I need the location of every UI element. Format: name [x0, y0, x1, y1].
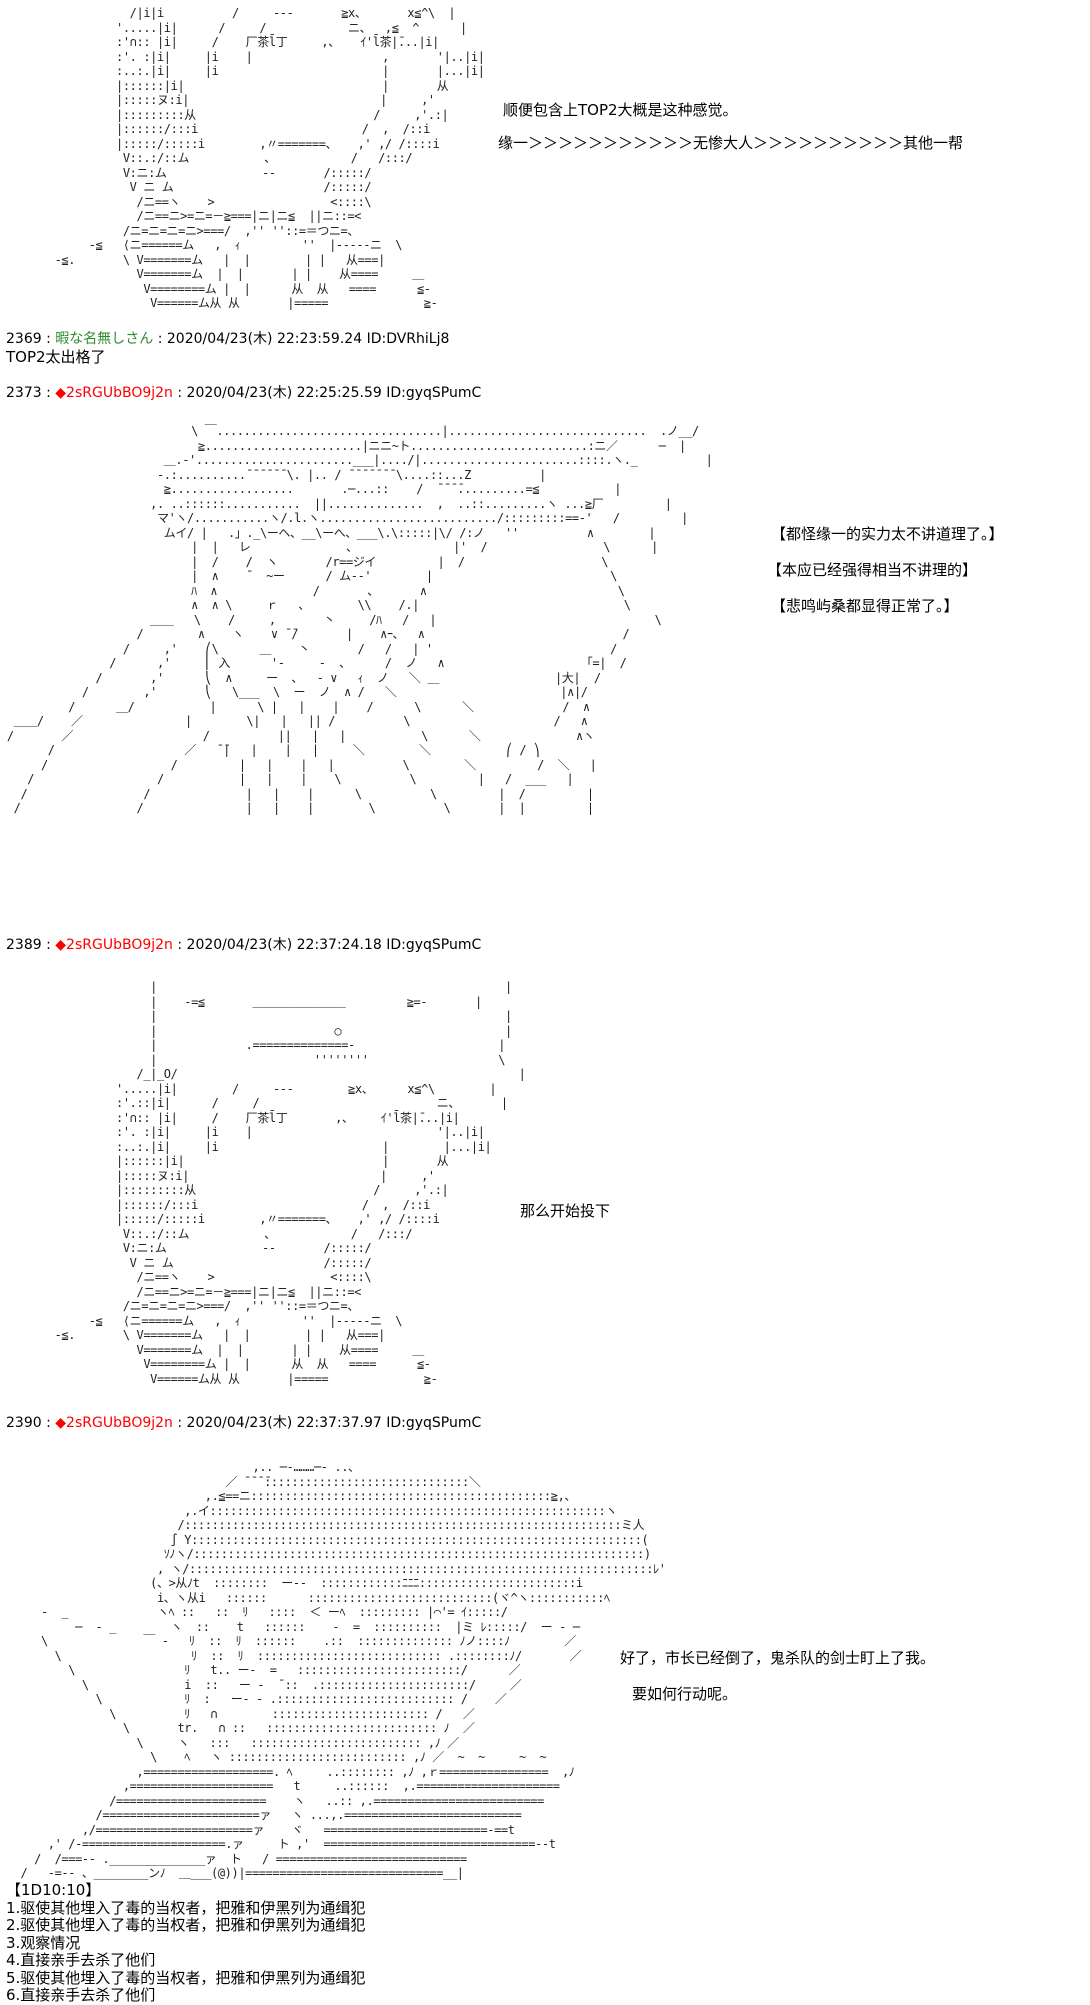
post-id[interactable]: ID:gyqSPumC — [386, 937, 482, 953]
ascii-art-figure-top: /|i|i / --- ≧x、 x≦^\ | '.....|i| / / ニ、 … — [54, 6, 485, 310]
post-id[interactable]: ID:gyqSPumC — [386, 385, 482, 401]
choice-item-3: 3.观察情况 — [6, 1933, 81, 1952]
post-body-2369: TOP2太出格了 — [6, 348, 106, 366]
post-number[interactable]: 2390 — [6, 1415, 42, 1431]
post-timestamp: 2020/04/23(木) 22:25:25.59 — [186, 385, 382, 401]
caption-2373-2: 【本应已经强得相当不讲理的】 — [767, 561, 978, 579]
post-header-2369: 2369 : 暇な名無しさん : 2020/04/23(木) 22:23:59.… — [6, 331, 450, 347]
post-id[interactable]: ID:gyqSPumC — [386, 1415, 482, 1431]
ascii-art-figure-hat: \ ￣.................................|...… — [6, 424, 713, 815]
post-number[interactable]: 2369 — [6, 331, 42, 347]
choice-item-2: 2.驱使其他埋入了毒的当权者，把雅和伊黑列为通缉犯 — [6, 1916, 366, 1934]
poster-trip: 2sRGUbBO9j2n — [66, 937, 173, 953]
trip-diamond-icon: ◆ — [55, 937, 67, 953]
trip-diamond-icon: ◆ — [55, 1415, 67, 1431]
post-id[interactable]: ID:DVRhiLj8 — [366, 331, 450, 347]
trip-diamond-icon: ◆ — [55, 385, 67, 401]
ascii-art-figure-cap: | | | -=≦ ＿＿＿＿＿＿＿＿ ≧=- | | | — [54, 980, 526, 1386]
choice-item-1: 1.驱使其他埋入了毒的当权者，把雅和伊黑列为通缉犯 — [6, 1898, 366, 1917]
dice-choices-list: 【1D10:10】 1.驱使其他埋入了毒的当权者，把雅和伊黑列为通缉犯 2.驱使… — [6, 1881, 366, 2005]
choice-item-4: 4.直接亲手去杀了他们 — [6, 1951, 156, 1969]
post-timestamp: 2020/04/23(木) 22:37:24.18 — [186, 937, 382, 953]
caption-2390-1: 好了，市长已经倒了，鬼杀队的剑士盯上了我。 — [620, 1649, 936, 1667]
dice-result-header: 【1D10:10】 — [6, 1881, 101, 1899]
caption-2373-3: 【悲鸣屿桑都显得正常了。】 — [771, 597, 959, 615]
post-header-2390: 2390 : ◆2sRGUbBO9j2n : 2020/04/23(木) 22:… — [6, 1415, 482, 1431]
post-number[interactable]: 2389 — [6, 937, 42, 953]
caption-top-1: 顺便包含上TOP2大概是这种感觉。 — [503, 101, 738, 119]
caption-2390-2: 要如何行动呢。 — [632, 1685, 738, 1703]
caption-2389: 那么开始投下 — [520, 1202, 611, 1220]
post-header-2373: 2373 : ◆2sRGUbBO9j2n : 2020/04/23(木) 22:… — [6, 385, 482, 401]
caption-2373-1: 【都怪缘一的实力太不讲道理了。】 — [771, 525, 1004, 543]
poster-trip: 2sRGUbBO9j2n — [66, 1415, 173, 1431]
caption-top-2: 缘一＞＞＞＞＞＞＞＞＞＞＞无惨大人＞＞＞＞＞＞＞＞＞＞其他一帮 — [498, 134, 964, 152]
ascii-art-figure-cape: ,.. ─‐………─- ..、 ／ ̄ ̄ ̄ ̄:::::::::::::::… — [20, 1460, 666, 1880]
post-number[interactable]: 2373 — [6, 385, 42, 401]
poster-name: 暇な名無しさん — [55, 331, 154, 347]
post-timestamp: 2020/04/23(木) 22:37:37.97 — [186, 1415, 382, 1431]
poster-trip: 2sRGUbBO9j2n — [66, 385, 173, 401]
post-timestamp: 2020/04/23(木) 22:23:59.24 — [166, 331, 363, 347]
post-header-2389: 2389 : ◆2sRGUbBO9j2n : 2020/04/23(木) 22:… — [6, 937, 482, 953]
choice-item-5: 5.驱使其他埋入了毒的当权者，把雅和伊黑列为通缉犯 — [6, 1968, 366, 1987]
choice-item-6: 6.直接亲手去杀了他们 — [6, 1986, 156, 2004]
